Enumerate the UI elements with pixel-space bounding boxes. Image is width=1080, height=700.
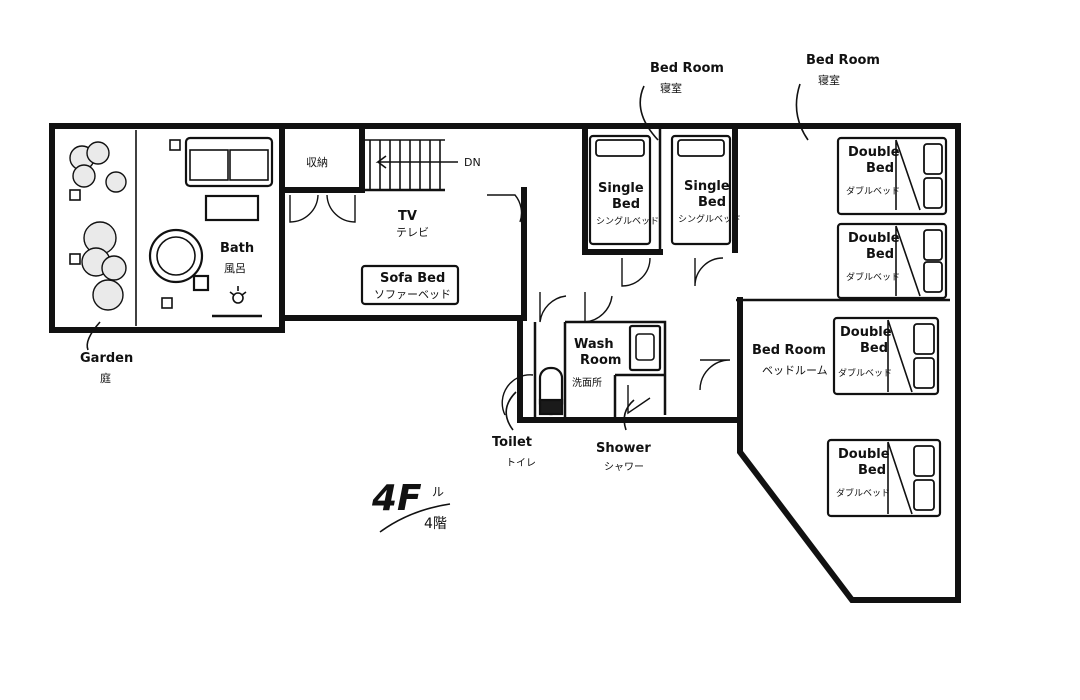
single-bed-1-label-2: Bed: [612, 197, 640, 212]
double-bed-3-label-2: Bed: [860, 341, 888, 356]
single-bed-2: [670, 134, 732, 246]
floor-underline: [379, 503, 451, 533]
lamp-icon: [229, 286, 247, 304]
single-bed-2-label-2: Bed: [698, 195, 726, 210]
single-bed-2-label-jp: シングルベッド: [678, 213, 741, 225]
toilet-label: Toilet: [492, 435, 532, 450]
tv-label-jp: テレビ: [396, 226, 429, 239]
wash-room-label-2: Room: [580, 353, 621, 368]
storage-label: 収納: [306, 156, 328, 169]
double-bed-4-label-2: Bed: [858, 463, 886, 478]
double-bed-1: [836, 136, 948, 216]
double-bed-1-label: Double: [848, 145, 900, 160]
toilet-label-jp: トイレ: [506, 458, 536, 469]
bedroom-single-label: Bed Room: [650, 61, 724, 76]
bath-label-jp: 風呂: [224, 262, 246, 275]
doors: [289, 194, 731, 416]
double-bed-4-label-jp: ダブルベッド: [836, 487, 890, 499]
garden-sofa: [184, 136, 274, 188]
shower-label: Shower: [596, 441, 651, 456]
bedroom-single-label-jp: 寝室: [660, 81, 682, 95]
bush-icon: [101, 255, 127, 281]
garden-table: [204, 194, 260, 222]
single-bed-1: [588, 134, 652, 246]
bush-icon: [86, 141, 110, 165]
bedroom-lower-label-jp: ベッドルーム: [762, 364, 828, 377]
bush-icon: [92, 279, 124, 311]
double-bed-3-label: Double: [840, 325, 892, 340]
garden-label-jp: 庭: [100, 371, 111, 385]
wash-room-label: Wash: [574, 337, 614, 352]
double-bed-4-label: Double: [838, 447, 890, 462]
bedroom-double-label-jp: 寝室: [818, 73, 840, 87]
sofa-bed-label: Sofa Bed: [380, 271, 445, 286]
double-bed-3-label-jp: ダブルベッド: [838, 367, 892, 379]
sofa-bed: [360, 264, 460, 306]
floor-label: 4F: [371, 478, 422, 519]
garden-area: [69, 130, 274, 326]
shower-label-jp: シャワー: [604, 462, 644, 473]
double-bed-2-label-2: Bed: [866, 247, 894, 262]
tv-label: TV: [398, 209, 417, 224]
double-bed-2: [836, 222, 948, 300]
floor-label-jp: 4階: [424, 516, 447, 532]
stairs-down-label: DN: [464, 156, 481, 169]
single-bed-1-label-jp: シングルベッド: [596, 215, 659, 227]
double-bed-1-label-jp: ダブルベッド: [846, 185, 900, 197]
wash-basin: [628, 324, 662, 372]
walls: [49, 123, 961, 603]
double-bed-1-label-2: Bed: [866, 161, 894, 176]
double-bed-4: [826, 438, 942, 518]
labels: Garden 庭 Bath 風呂 収納 DN TV テレビ Sofa Bed ソ…: [80, 53, 900, 533]
single-bed-1-label: Single: [598, 181, 644, 196]
double-bed-3: [832, 316, 940, 396]
stairs: [364, 139, 458, 190]
single-bed-2-label: Single: [684, 179, 730, 194]
garden-label: Garden: [80, 351, 133, 366]
wash-room-label-jp: 洗面所: [572, 377, 602, 389]
double-bed-2-label: Double: [848, 231, 900, 246]
double-bed-2-label-jp: ダブルベッド: [846, 271, 900, 283]
bush-icon: [105, 171, 127, 193]
bath-label: Bath: [220, 241, 254, 256]
bedroom-lower-label: Bed Room: [752, 343, 826, 358]
floor-label-sub: ル: [432, 485, 444, 499]
bedroom-double-label: Bed Room: [806, 53, 880, 68]
sofa-bed-label-jp: ソファーベッド: [374, 288, 451, 301]
bush-icon: [72, 164, 96, 188]
toilet-fixture: [538, 366, 564, 416]
